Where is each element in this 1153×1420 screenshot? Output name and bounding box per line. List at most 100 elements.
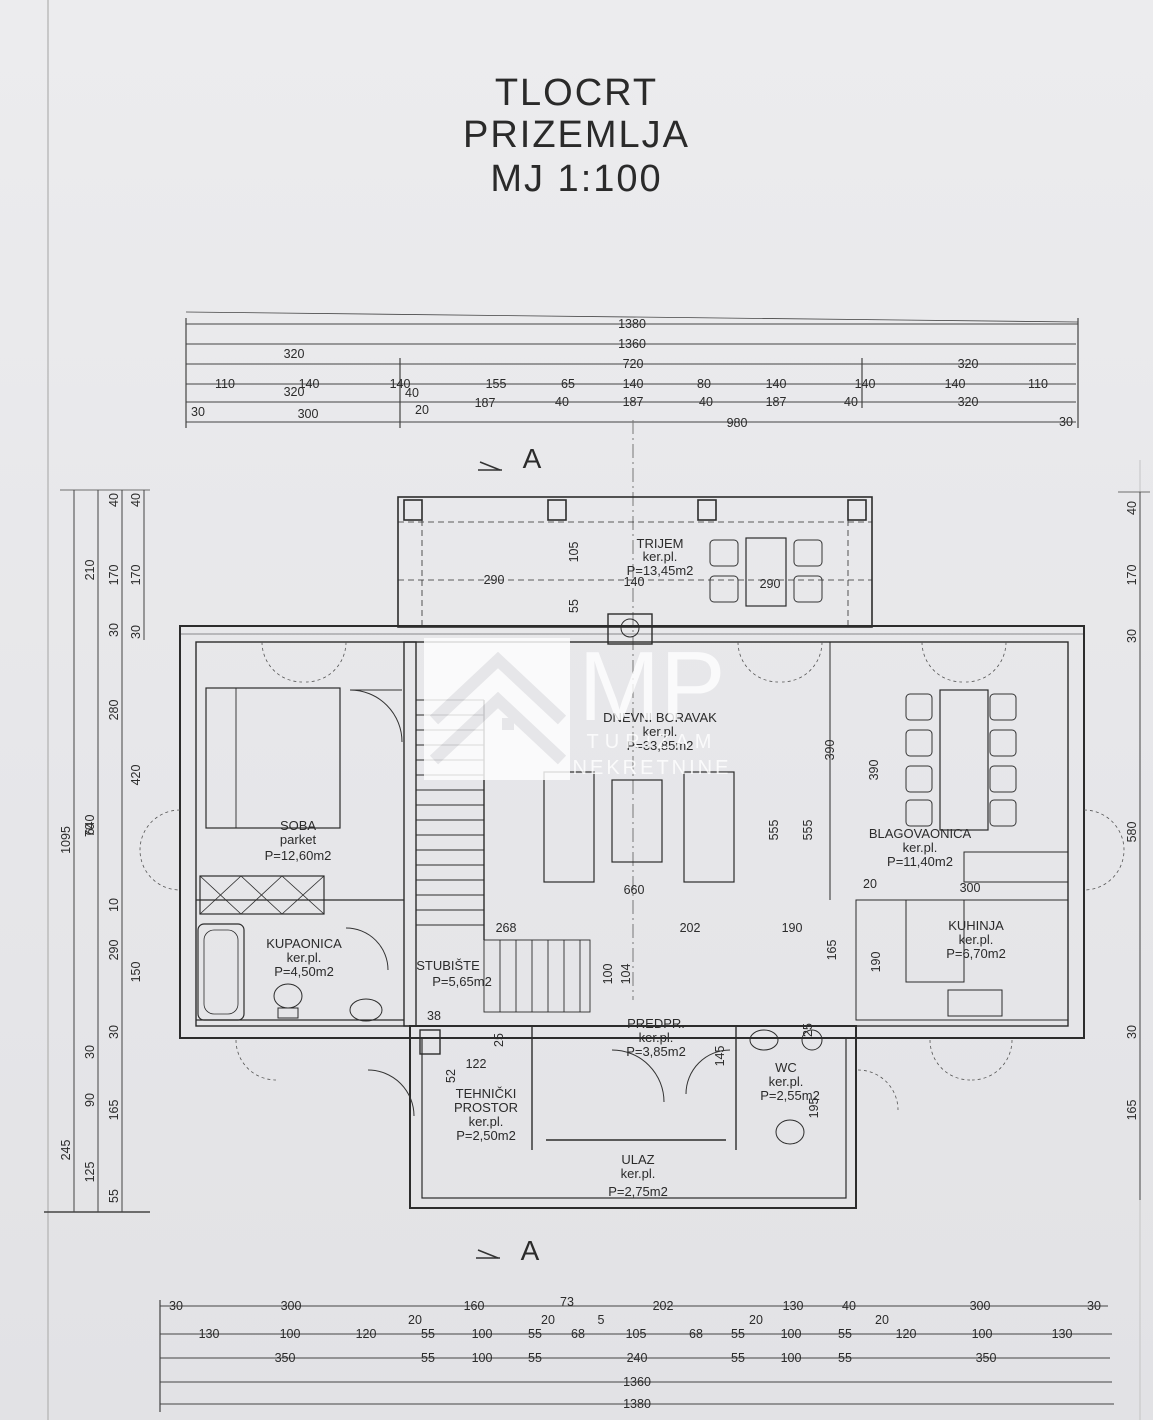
dim-top-r4-3: 155	[486, 377, 507, 391]
dim-top-r4-10: 110	[1028, 377, 1048, 391]
dim-top-r4-4: 65	[561, 377, 575, 391]
dim-right-3: 580	[1125, 822, 1139, 843]
dim-living-2: 555	[801, 820, 815, 841]
dim-bot-r1-2: 20	[408, 1313, 422, 1327]
dim-kitchen-2: 190	[869, 952, 883, 973]
dim-right-2: 30	[1125, 629, 1139, 643]
dim-top-r6-3: 980	[727, 416, 748, 430]
dim-stairs-4: 100	[601, 964, 615, 985]
chairs	[709, 539, 1017, 827]
door-swings	[139, 641, 1125, 1111]
bottom-dimension-labels: 30 300 20 160 20 73 5 202 20 130 40 20 3…	[169, 1295, 1101, 1411]
dim-left-c4-1: 170	[107, 565, 121, 586]
room-trijem-name: TRIJEM	[637, 536, 684, 551]
dim-top-total: 1380	[618, 317, 646, 331]
dim-top-r6-1: 300	[298, 407, 319, 421]
dim-left-total: 1095	[59, 826, 73, 854]
logo-line-2: NEKRETNINE	[573, 757, 732, 779]
title-line-3: MJ 1:100	[490, 158, 663, 200]
watermark-logo: MP TURIZAM NEKRETNINE	[424, 631, 732, 780]
door-arcs	[345, 689, 731, 1117]
dim-stairs-2: 190	[782, 921, 803, 935]
room-stubiste-area: P=5,65m2	[432, 974, 492, 989]
dim-top-r4-8: 140	[855, 377, 876, 391]
dim-bot-r2-9: 55	[731, 1327, 745, 1341]
room-dnevni-name: DNEVNI BORAVAK	[603, 710, 717, 725]
dim-left-c4-5: 150	[129, 962, 143, 983]
dim-bot-r2-12: 120	[896, 1327, 917, 1341]
dim-stairs-5: 104	[619, 964, 633, 985]
dim-bot-r1-5: 73	[560, 1295, 574, 1309]
bottom-dimensions	[159, 1300, 1114, 1412]
dim-bot-r2-3: 55	[421, 1327, 435, 1341]
dim-left-c5-1: 170	[129, 565, 143, 586]
dim-left-c4-6: 30	[107, 1025, 121, 1039]
dim-kitchen-0: 20	[863, 877, 877, 891]
room-wc-name: WC	[775, 1060, 797, 1075]
dim-bot-r3-5: 55	[731, 1351, 745, 1365]
left-dimension-labels: 1095 640 245 210 280 70 290 30 90 125 40…	[59, 493, 143, 1203]
dim-lower-3: 52	[444, 1069, 458, 1083]
dim-bot-r2-7: 105	[626, 1327, 647, 1341]
inner-dimension-labels: 105 290 140 290 55 660 555 555 390 390 2…	[427, 542, 980, 1119]
dim-bot-r2-13: 100	[972, 1327, 993, 1341]
title-line-2: PRIZEMLJA	[462, 114, 691, 156]
room-trijem-floor: ker.pl.	[643, 549, 678, 564]
dim-kitchen-1: 300	[960, 881, 981, 895]
dim-lower-5: 25	[801, 1023, 815, 1037]
dim-top-r6-2: 20	[415, 403, 429, 417]
dim-left-c4-8: 55	[107, 1189, 121, 1203]
room-ulaz-floor: ker.pl.	[621, 1166, 656, 1181]
room-predpr-name: PREDPR.	[627, 1016, 685, 1031]
dim-left-c4-2: 30	[107, 623, 121, 637]
dim-top-r4-5: 140	[623, 377, 644, 391]
dim-top-r5-1: 40	[405, 386, 419, 400]
dim-top-r5-7: 40	[844, 395, 858, 409]
dim-bot-r2-14: 130	[1052, 1327, 1073, 1341]
dim-bot-r1-7: 202	[653, 1299, 674, 1313]
dim-lower-4: 145	[713, 1046, 727, 1067]
dim-bot-r3-6: 100	[781, 1351, 802, 1365]
dim-top-inner: 1360	[618, 337, 646, 351]
dim-left-c3-5: 90	[83, 1093, 97, 1107]
dim-left-c3-6: 125	[83, 1162, 97, 1183]
dim-bot-r1-10: 40	[842, 1299, 856, 1313]
dim-trijem-4: 55	[567, 599, 581, 613]
dim-left-c2-0: 640	[83, 815, 97, 836]
left-dimensions	[44, 489, 150, 1213]
dim-lower-6: 195	[807, 1098, 821, 1119]
dim-lower-1: 122	[466, 1057, 487, 1071]
dim-left-c2-1: 245	[59, 1140, 73, 1161]
dim-top-r4-6: 80	[697, 377, 711, 391]
room-kupaonica-name: KUPAONICA	[266, 936, 342, 951]
dim-top-r5-0: 320	[284, 385, 305, 399]
dim-bot-r1-12: 300	[970, 1299, 991, 1313]
dim-bot-r2-5: 55	[528, 1327, 542, 1341]
room-predpr-area: P=3,85m2	[626, 1044, 686, 1059]
dim-left-c3-4: 30	[83, 1045, 97, 1059]
room-kuhinja-area: P=6,70m2	[946, 946, 1006, 961]
dim-bot-r2-1: 100	[280, 1327, 301, 1341]
room-dnevni-area: P=33,85m2	[627, 738, 694, 753]
room-soba-floor: parket	[280, 832, 317, 847]
dim-living-1: 555	[767, 820, 781, 841]
dim-right-1: 170	[1125, 565, 1139, 586]
dim-top-r5-4: 187	[623, 395, 644, 409]
top-dimension-labels: 1380 1360 320 720 320 110 140 140 155 65…	[191, 317, 1073, 430]
dim-bot-r2-8: 68	[689, 1327, 703, 1341]
room-stubiste-name: STUBIŠTE	[416, 958, 480, 973]
dim-top-r4-9: 140	[945, 377, 966, 391]
dim-bot-r5-0: 1380	[623, 1397, 651, 1411]
room-wc-area: P=2,55m2	[760, 1088, 820, 1103]
dim-trijem-2: 140	[624, 575, 645, 589]
dim-top-r5-6: 187	[766, 395, 787, 409]
room-blago-floor: ker.pl.	[903, 840, 938, 855]
dim-left-c3-1: 280	[107, 700, 121, 721]
logo-brand: MP	[579, 631, 726, 741]
dim-bot-r1-0: 30	[169, 1299, 183, 1313]
section-mark-top: A	[478, 420, 634, 1000]
dim-bot-r3-4: 240	[627, 1351, 648, 1365]
right-dimensions	[1118, 491, 1150, 1200]
dim-stairs-1: 202	[680, 921, 701, 935]
